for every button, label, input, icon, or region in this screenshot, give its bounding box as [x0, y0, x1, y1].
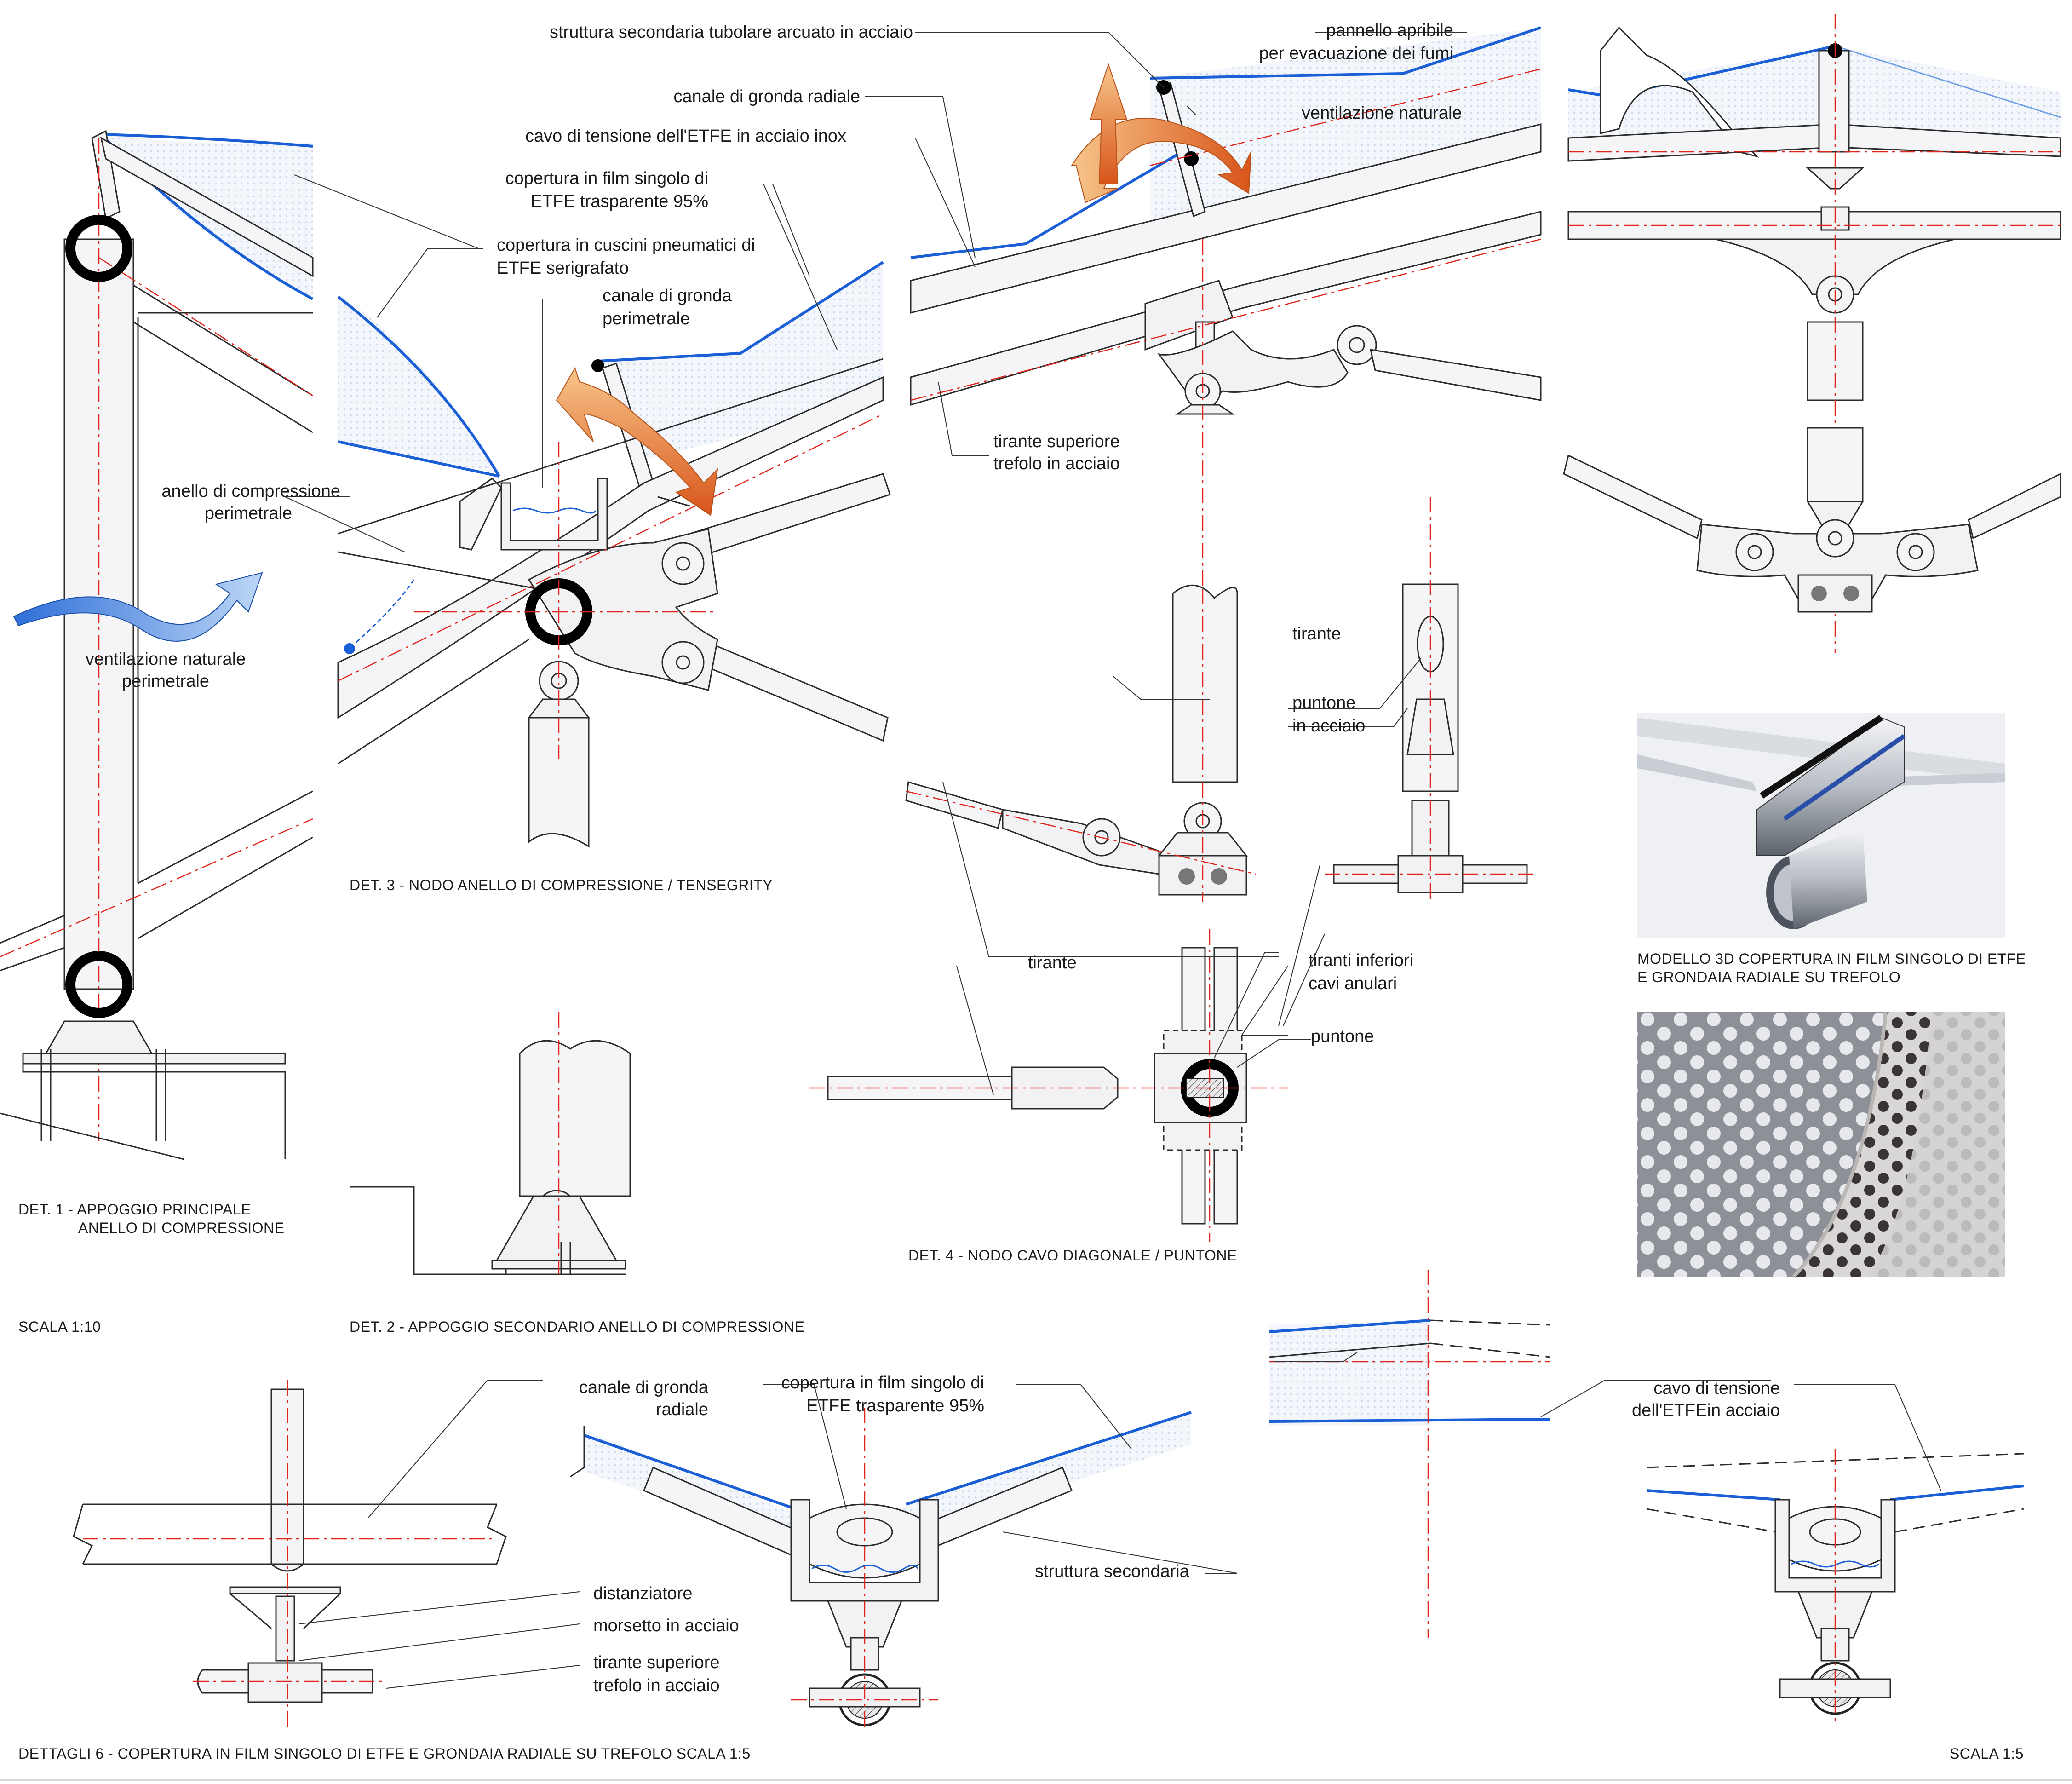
label-morsetto: morsetto in acciaio [593, 1616, 739, 1635]
label-tirante-6b: trefolo in acciaio [593, 1676, 720, 1695]
label-pannello-1: pannello apribile [1326, 21, 1453, 40]
det5-drawing [1563, 14, 2061, 653]
airflow-arrow-icon [556, 367, 718, 516]
label-canale-perimetrale-1: canale di gronda [603, 286, 732, 305]
label-tirante-b: tirante [1028, 953, 1077, 973]
det4-node-drawing [809, 497, 1536, 1242]
title-det3: DET. 3 - NODO ANELLO DI COMPRESSIONE / T… [350, 877, 773, 893]
label-anello-2: perimetrale [205, 504, 292, 523]
label-tirante-6a: tirante superiore [593, 1653, 720, 1672]
label-distanziatore: distanziatore [593, 1584, 692, 1603]
etfe-print-photo [1637, 1012, 2005, 1278]
label-tirante-a: tirante [1292, 624, 1341, 644]
label-tiranti-inf-2: cavi anulari [1309, 974, 1397, 993]
det2-drawing [350, 1012, 631, 1275]
label-canale-radiale-6a: canale di gronda [579, 1378, 709, 1397]
label-puntone-acc-1: puntone [1292, 693, 1355, 713]
title-det2: DET. 2 - APPOGGIO SECONDARIO ANELLO DI C… [350, 1318, 804, 1335]
label-film-singolo-1: copertura in film singolo di [505, 169, 708, 188]
airflow-arrow-icon [13, 572, 263, 642]
compression-ring-icon [65, 951, 132, 1018]
label-pannello-2: per evacuazione dei fumi [1259, 44, 1453, 63]
det4-top-drawing [910, 26, 1542, 635]
det3-drawing [337, 261, 891, 848]
compression-ring-icon [65, 215, 132, 282]
airflow-arrow-icon [1089, 63, 1128, 184]
label-film-singolo-2: ETFE trasparente 95% [530, 192, 708, 211]
label-canale-perimetrale-2: perimetrale [603, 309, 690, 328]
render-3d-model [1637, 713, 2005, 938]
label-cavo-6a: cavo di tensione [1653, 1379, 1780, 1398]
label-puntone: puntone [1311, 1027, 1374, 1046]
title-det4: DET. 4 - NODO CAVO DIAGONALE / PUNTONE [908, 1247, 1237, 1264]
label-cavo-tensione: cavo di tensione dell'ETFE in acciaio in… [525, 127, 846, 146]
label-struttura-tubolare: struttura secondaria tubolare arcuato in… [550, 23, 913, 42]
annotation-labels: struttura secondaria tubolare arcuato in… [18, 21, 2026, 1762]
label-tiranti-inf-1: tiranti inferiori [1309, 951, 1413, 970]
label-canale-radiale: canale di gronda radiale [673, 87, 860, 106]
title-modello-a: MODELLO 3D COPERTURA IN FILM SINGOLO DI … [1637, 950, 2026, 967]
label-vent-perim-1: ventilazione naturale [86, 650, 246, 669]
title-det1-b: ANELLO DI COMPRESSIONE [78, 1220, 284, 1236]
label-tirante-sup-2: trefolo in acciaio [993, 454, 1120, 473]
title-modello-b: E GRONDAIA RADIALE SU TREFOLO [1637, 969, 1900, 985]
leader-lines [285, 32, 1941, 1689]
label-vent-naturale: ventilazione naturale [1302, 104, 1462, 123]
label-struttura-secondaria: struttura secondaria [1035, 1562, 1190, 1581]
title-scala-5: SCALA 1:5 [1950, 1745, 2024, 1762]
label-cuscini-1: copertura in cuscini pneumatici di [497, 236, 755, 255]
label-cuscini-2: ETFE serigrafato [497, 259, 629, 278]
title-det6: DETTAGLI 6 - COPERTURA IN FILM SINGOLO D… [18, 1745, 751, 1762]
label-film-6b: ETFE trasparente 95% [806, 1396, 984, 1416]
label-anello-1: anello di compressione [161, 482, 340, 501]
label-vent-perim-2: perimetrale [122, 672, 209, 691]
det1-drawing [0, 130, 314, 1160]
label-puntone-acc-2: in acciaio [1292, 716, 1365, 736]
label-canale-radiale-6b: radiale [656, 1400, 708, 1419]
title-det1-a: DET. 1 - APPOGGIO PRINCIPALE [18, 1201, 251, 1218]
label-tirante-sup-1: tirante superiore [993, 432, 1120, 451]
det6-drawing [73, 1270, 2024, 1730]
title-scala-10: SCALA 1:10 [18, 1318, 101, 1335]
label-film-6a: copertura in film singolo di [781, 1373, 984, 1393]
label-cavo-6b: dell'ETFEin acciaio [1632, 1401, 1780, 1420]
